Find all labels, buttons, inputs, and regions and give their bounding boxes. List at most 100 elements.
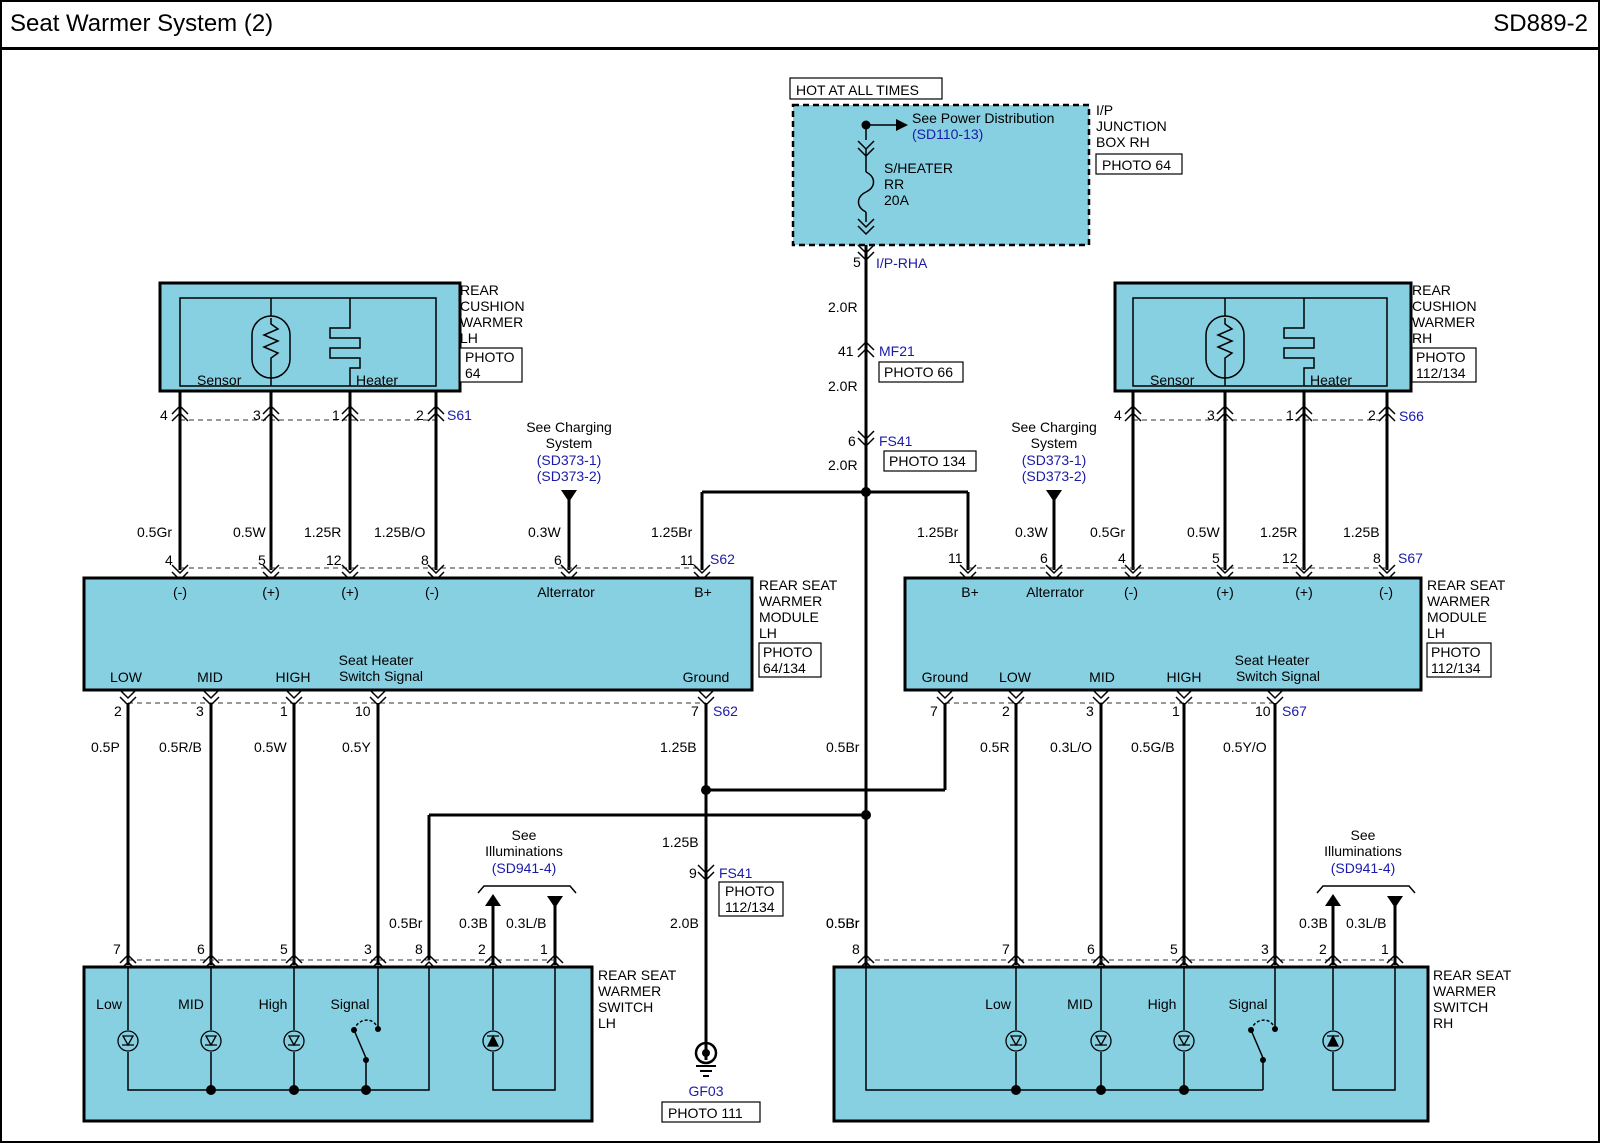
cushion-lh-photo-1: PHOTO [465,349,515,365]
fuse-rating: 20A [884,192,910,208]
module-rh-mid: MID [1089,669,1115,685]
cushion-lh-name-2: CUSHION [460,298,525,314]
splice-dot [861,487,871,497]
fuse-icon [857,171,875,213]
illumination-ref-lh: See Illuminations (SD941-4) [477,827,577,908]
switch-lh-wire: 0.3L/B [506,915,546,931]
fs41-lower-connector-link[interactable]: FS41 [719,865,753,881]
arrow-down-icon [1046,490,1062,502]
page-title: Seat Warmer System (2) [10,10,274,37]
cushion-lh-pin: 1 [332,407,340,423]
charging-rh-ref-2[interactable]: (SD373-2) [1022,468,1087,484]
module-rh-bottom-pin: 3 [1086,703,1094,719]
module-lh-ground: Ground [683,669,730,685]
ground-point-link[interactable]: GF03 [688,1083,723,1099]
module-rh-pin-label: (-) [1124,584,1138,600]
module-rh-name-4: LH [1427,625,1445,641]
ground-circuit: 0.5Br 1.25B 9 FS41 PHOTO 112/134 2.0B 0.… [427,703,947,1123]
junction-photo-box [1095,153,1183,175]
switch-lh-pin: 3 [364,941,372,957]
module-rh-top-pin: 4 [1118,550,1126,566]
module-rh-top-wire: 0.5Gr [1090,524,1125,540]
diagram-code: SD889-2 [1493,10,1588,37]
switch-contact-icon [353,1029,367,1059]
charging-rh-line-1: See Charging [1011,419,1097,435]
module-lh-top-pin: 5 [258,552,266,568]
connector-s67-bottom-link[interactable]: S67 [1282,703,1307,719]
connector-s61-link[interactable]: S61 [447,407,472,423]
switch-lh-pin: 8 [415,941,423,957]
module-lh-bottom-wire: 0.5R/B [159,739,202,755]
module-rh-high: HIGH [1167,669,1202,685]
module-lh-pin-label: (+) [341,584,359,600]
iprha-pin: 5 [853,254,861,270]
warmer-module-lh: 0.5Gr 0.5W 1.25R 1.25B/O 0.3W 1.25Br 4 5… [82,524,838,755]
module-lh-bottom-pin: 10 [355,703,371,719]
module-rh-top-pin: 5 [1212,550,1220,566]
switch-lh-signal: Signal [331,996,370,1012]
charging-lh-ref-1[interactable]: (SD373-1) [537,452,602,468]
connector-s62-top-link[interactable]: S62 [710,551,735,567]
module-rh-pin-label: (+) [1295,584,1313,600]
center-wire-br-lower: 0.5Br [826,915,860,931]
switch-rh-pin: 6 [1087,941,1095,957]
module-rh-top-pin: 11 [948,550,963,566]
power-distribution-ref-link[interactable]: (SD110-13) [912,126,983,142]
module-lh-top-wire: 0.5Gr [137,524,172,540]
warmer-switch-lh: 0.5Br 0.3B 0.3L/B 7 6 5 3 8 2 1 Low MID … [82,703,677,1123]
switch-rh-pin: 3 [1261,941,1269,957]
module-lh-top-wire: 1.25B/O [374,524,425,540]
module-rh-top-pin: 8 [1373,550,1381,566]
cushion-lh-photo-2: 64 [465,365,481,381]
fs41-lower-photo-1: PHOTO [725,883,775,899]
iprha-connector-link[interactable]: I/P-RHA [876,255,928,271]
junction-photo: PHOTO 64 [1102,157,1171,173]
fs41-connector-link[interactable]: FS41 [879,433,913,449]
charging-lh-ref-2[interactable]: (SD373-2) [537,468,602,484]
cushion-rh-name-4: RH [1412,330,1432,346]
module-lh-top-pin: 11 [680,552,695,568]
warmer-switch-rh: 0.5Br 0.3B 0.3L/B 8 7 6 5 3 2 1 Low MID … [826,703,1512,1123]
connector-s67-top-link[interactable]: S67 [1398,550,1423,566]
mf21-connector-link[interactable]: MF21 [879,343,915,359]
module-rh-name-1: REAR SEAT [1427,577,1506,593]
connector-s66-link[interactable]: S66 [1399,408,1424,424]
module-lh-bottom-wire: 0.5W [254,739,287,755]
illum-rh-line-1: See [1351,827,1376,843]
switch-rh-pin: 8 [852,941,860,957]
illumination-ref-rh: See Illuminations (SD941-4) [1316,827,1416,908]
switch-rh-high: High [1148,996,1177,1012]
connector-s62-bottom-link[interactable]: S62 [713,703,738,719]
feed-wire-1: 2.0R [828,299,858,315]
fuse-location: RR [884,176,904,192]
switch-rh-wire: 0.3L/B [1346,915,1386,931]
switch-rh-wire: 0.5Br [826,915,860,931]
module-rh-top-wire: 1.25B [1343,524,1380,540]
illum-lh-ref-link[interactable]: (SD941-4) [492,860,557,876]
module-rh-top-wire: 0.3W [1015,524,1048,540]
cushion-lh-sensor-label: Sensor [197,372,242,388]
cushion-rh-pin: 3 [1207,407,1215,423]
charging-rh-ref-1[interactable]: (SD373-1) [1022,452,1087,468]
module-rh-top-pin: 12 [1282,550,1298,566]
arrow-down-icon [547,896,563,908]
switch-lh-pin: 5 [280,941,288,957]
module-rh-bottom-wire: 0.3L/O [1050,739,1092,755]
fs41-lower-pin: 9 [689,865,697,881]
module-lh-name-4: LH [759,625,777,641]
arrow-down-icon [561,490,577,502]
module-rh-photo-2: 112/134 [1431,660,1481,676]
module-lh-top-wire: 0.3W [528,524,561,540]
module-rh-bottom-wire: 0.5Y/O [1223,739,1267,755]
illum-lh-line-1: See [512,827,537,843]
switch-rh-wire: 0.3B [1299,915,1328,931]
heater-element-icon [329,298,361,386]
center-wire-br: 0.5Br [826,739,860,755]
module-rh-name-2: WARMER [1427,593,1490,609]
cushion-lh-pin: 2 [416,407,424,423]
cushion-warmer-rh-body [1113,281,1413,393]
switch-lh-name-3: SWITCH [598,999,653,1015]
illum-rh-ref-link[interactable]: (SD941-4) [1331,860,1396,876]
module-rh-ground: Ground [922,669,969,685]
